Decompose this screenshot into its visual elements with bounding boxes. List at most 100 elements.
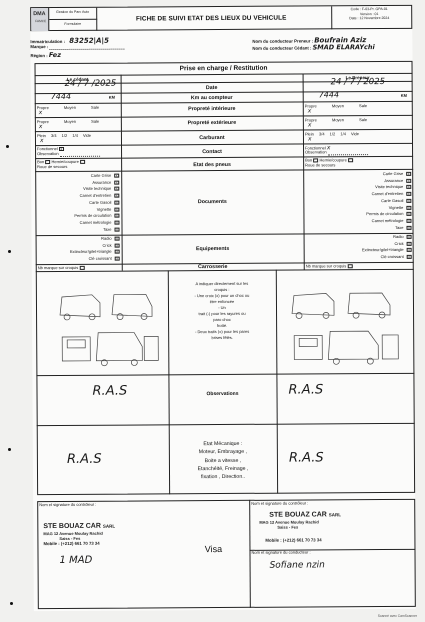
checkbox-icon: x	[406, 241, 412, 246]
checkbox-icon: x	[114, 227, 120, 232]
preneur-km: 7444	[318, 90, 340, 100]
preneur-mecanique: R.A.S	[288, 450, 324, 466]
signature-right: Sofiane nzin	[269, 560, 325, 571]
cedant-mecanique: R.A.S	[66, 451, 102, 467]
preneur-van-sketches	[291, 292, 399, 365]
checkbox-icon: x	[114, 200, 120, 205]
row-documents: Documents	[197, 198, 227, 206]
conducteur-cedant-field: Nom du conducteur Cédant : SMAD ELARAYch…	[252, 43, 374, 52]
cedant-km-unit: KM	[108, 94, 115, 100]
row-pneus: Etat des pneus	[193, 161, 231, 169]
row-carburant: Carburant	[199, 134, 225, 142]
region-label: Région :	[30, 53, 48, 59]
cedant-observations: R.A.S	[92, 383, 128, 399]
document-title: FICHE DE SUIVI ETAT DES LIEUX DU VEHICUL…	[135, 14, 287, 23]
cedant-roue-secours: Roue de secours	[37, 163, 68, 170]
marque-field: Marque :	[30, 44, 125, 51]
checkbox-icon: x	[114, 249, 120, 254]
margin-dot	[10, 602, 13, 605]
checkbox-icon: x	[406, 212, 412, 217]
region-field: Région : Fez	[30, 51, 61, 60]
preneur-interieur-mark: x	[307, 107, 312, 115]
cedant-date: 24 / 7 /2025	[64, 78, 117, 89]
margin-dot	[6, 145, 9, 148]
preneur-nb-marque: Nb marque sur croquis	[306, 263, 353, 269]
checkbox-icon: x	[114, 180, 120, 185]
logo-sub: FAMCE	[35, 19, 47, 24]
checkbox-icon: x	[114, 187, 120, 192]
checkbox-icon: x	[406, 254, 412, 259]
margin-dot	[8, 448, 11, 451]
stamp-left-name: STE BOUAZ CAR SARL	[43, 522, 116, 531]
cedant-km: 7444	[50, 91, 72, 102]
checkbox-icon: x	[114, 256, 120, 261]
checkbox-icon: x	[406, 191, 412, 196]
stamp-right-phone: Mobile : (+212) 661 70 73 34	[265, 537, 322, 543]
controleur-left-label: Nom et signature du contrôleur :	[39, 501, 97, 508]
cedant-van-sketches	[59, 294, 159, 367]
doc-date: Date : 12 Novembre 2024	[349, 16, 390, 21]
carrosserie-instruction-line: brises fêlés.	[211, 334, 233, 341]
checkbox-icon: x	[114, 236, 120, 241]
cedant-carburant-mark: x	[39, 137, 44, 145]
preneur-date: 24 / 7 / 2025	[330, 77, 386, 88]
checkbox-icon: x	[114, 207, 120, 212]
logo-text: DMA	[33, 11, 46, 18]
doc-code-block: Code : F-03-Pr. GPA-01 Version : 01 Date…	[329, 7, 409, 21]
preneur-km-unit: KM	[400, 92, 407, 98]
preneur-roue-secours: Roue de secours	[305, 162, 336, 168]
document-sheet: DMA FAMCE Gestion du Parc Auto Formulair…	[30, 4, 416, 612]
stamp-right-line3: Saiss - Fes	[277, 524, 299, 530]
conducteur-preneur-label: Nom du conducteur Preneur :	[252, 38, 314, 44]
preneur-exterieur-options: Propre Moyen Sale	[304, 117, 368, 123]
controleur-right-label: Nom et signature du contrôleur :	[251, 500, 309, 506]
marque-label: Marque :	[30, 44, 49, 50]
checkbox-icon: x	[406, 247, 412, 252]
row-etat-mecanique: Etat Mécanique : Moteur, Embrayage , Boi…	[169, 440, 277, 482]
doc-type: Formulaire	[49, 19, 98, 32]
checkbox-icon: x	[406, 225, 412, 230]
cedant-contact-observation: Observation	[37, 151, 100, 157]
checkbox-icon: x	[406, 218, 412, 223]
visa-label: Visa	[204, 544, 223, 555]
preneur-exterieur-mark: x	[307, 121, 312, 129]
cedant-interieur-options: Propre Moyen Sale	[36, 104, 100, 111]
checkbox-icon: x	[406, 205, 412, 210]
etat-mecanique-l4: fixation , Direction..	[200, 474, 246, 481]
immatriculation-value: 83252|A|5	[69, 36, 109, 45]
marque-value-line	[49, 45, 125, 50]
preneur-carburant-options: Plein 3/4 1/2 1/4 Vide	[304, 131, 359, 137]
scanner-footer: Scanné avec CamScanner	[377, 614, 417, 619]
row-contact: Contact	[202, 149, 222, 156]
signature-left: 1 MAD	[59, 554, 93, 567]
row-km: Km au compteur	[190, 94, 233, 102]
row-observations: Observations	[206, 390, 239, 398]
company-logo: DMA FAMCE	[31, 8, 50, 32]
conducteur-cedant-label: Nom du conducteur Cédant :	[252, 45, 312, 51]
preneur-interieur-options: Propre Moyen Sale	[304, 103, 368, 109]
service-name: Gestion du Parc Auto	[49, 7, 98, 21]
checkbox-icon: x	[114, 193, 120, 198]
checkbox-icon: x	[406, 171, 412, 176]
preneur-carburant-mark: x	[307, 135, 312, 143]
margin-dot	[8, 250, 11, 253]
cedant-carburant-options: Plein 3/4 1/2 1/4 Vide	[36, 132, 91, 139]
checkbox-icon: x	[406, 234, 412, 239]
checkbox-icon: x	[114, 243, 120, 248]
